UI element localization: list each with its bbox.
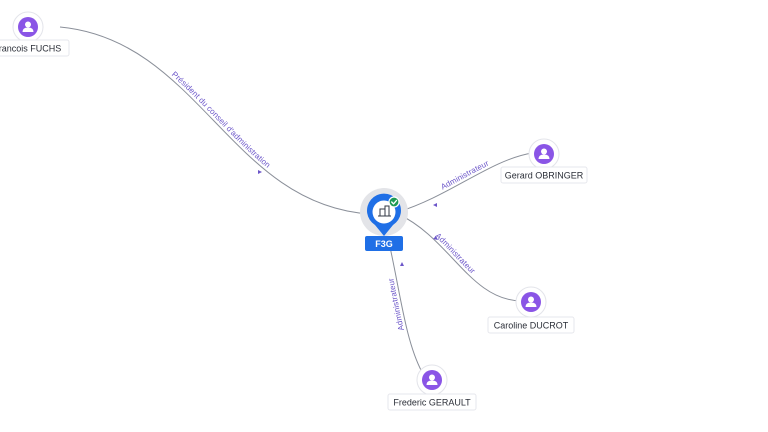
person-node-ducrot[interactable]: Caroline DUCROT — [487, 286, 575, 334]
edge-fuchs: Président du conseil d'administration — [59, 26, 371, 215]
edge-label-fuchs: Président du conseil d'administration — [170, 70, 272, 170]
person-node-gerault[interactable]: Frederic GERAULT — [387, 364, 477, 411]
person-node-fuchs[interactable]: rancois FUCHS — [0, 11, 70, 57]
company-label: F3G — [375, 239, 393, 249]
person-name-gerault: Frederic GERAULT — [393, 398, 471, 408]
person-icon — [426, 374, 438, 385]
arrow-icon — [258, 170, 262, 174]
person-icon — [538, 148, 550, 159]
edge-label-gerault: Administrateur — [386, 277, 406, 331]
arrow-icon — [433, 203, 437, 207]
edge-ducrot: Administrateur — [397, 213, 522, 302]
building-icon — [378, 205, 391, 217]
company-node[interactable]: F3G — [360, 188, 408, 251]
edge-label-ducrot: Administrateur — [434, 231, 478, 276]
person-name-fuchs: rancois FUCHS — [0, 44, 61, 54]
person-node-obringer[interactable]: Gerard OBRINGER — [500, 138, 588, 184]
edge-label-obringer: Administrateur — [439, 158, 490, 191]
verified-check-icon — [388, 196, 400, 208]
person-icon — [525, 296, 537, 307]
arrow-icon — [400, 262, 404, 266]
person-name-ducrot: Caroline DUCROT — [494, 321, 569, 331]
person-name-obringer: Gerard OBRINGER — [505, 171, 584, 181]
arrow-icon — [433, 236, 438, 240]
edge-gerault: Administrateur — [386, 237, 423, 373]
person-icon — [22, 21, 34, 32]
